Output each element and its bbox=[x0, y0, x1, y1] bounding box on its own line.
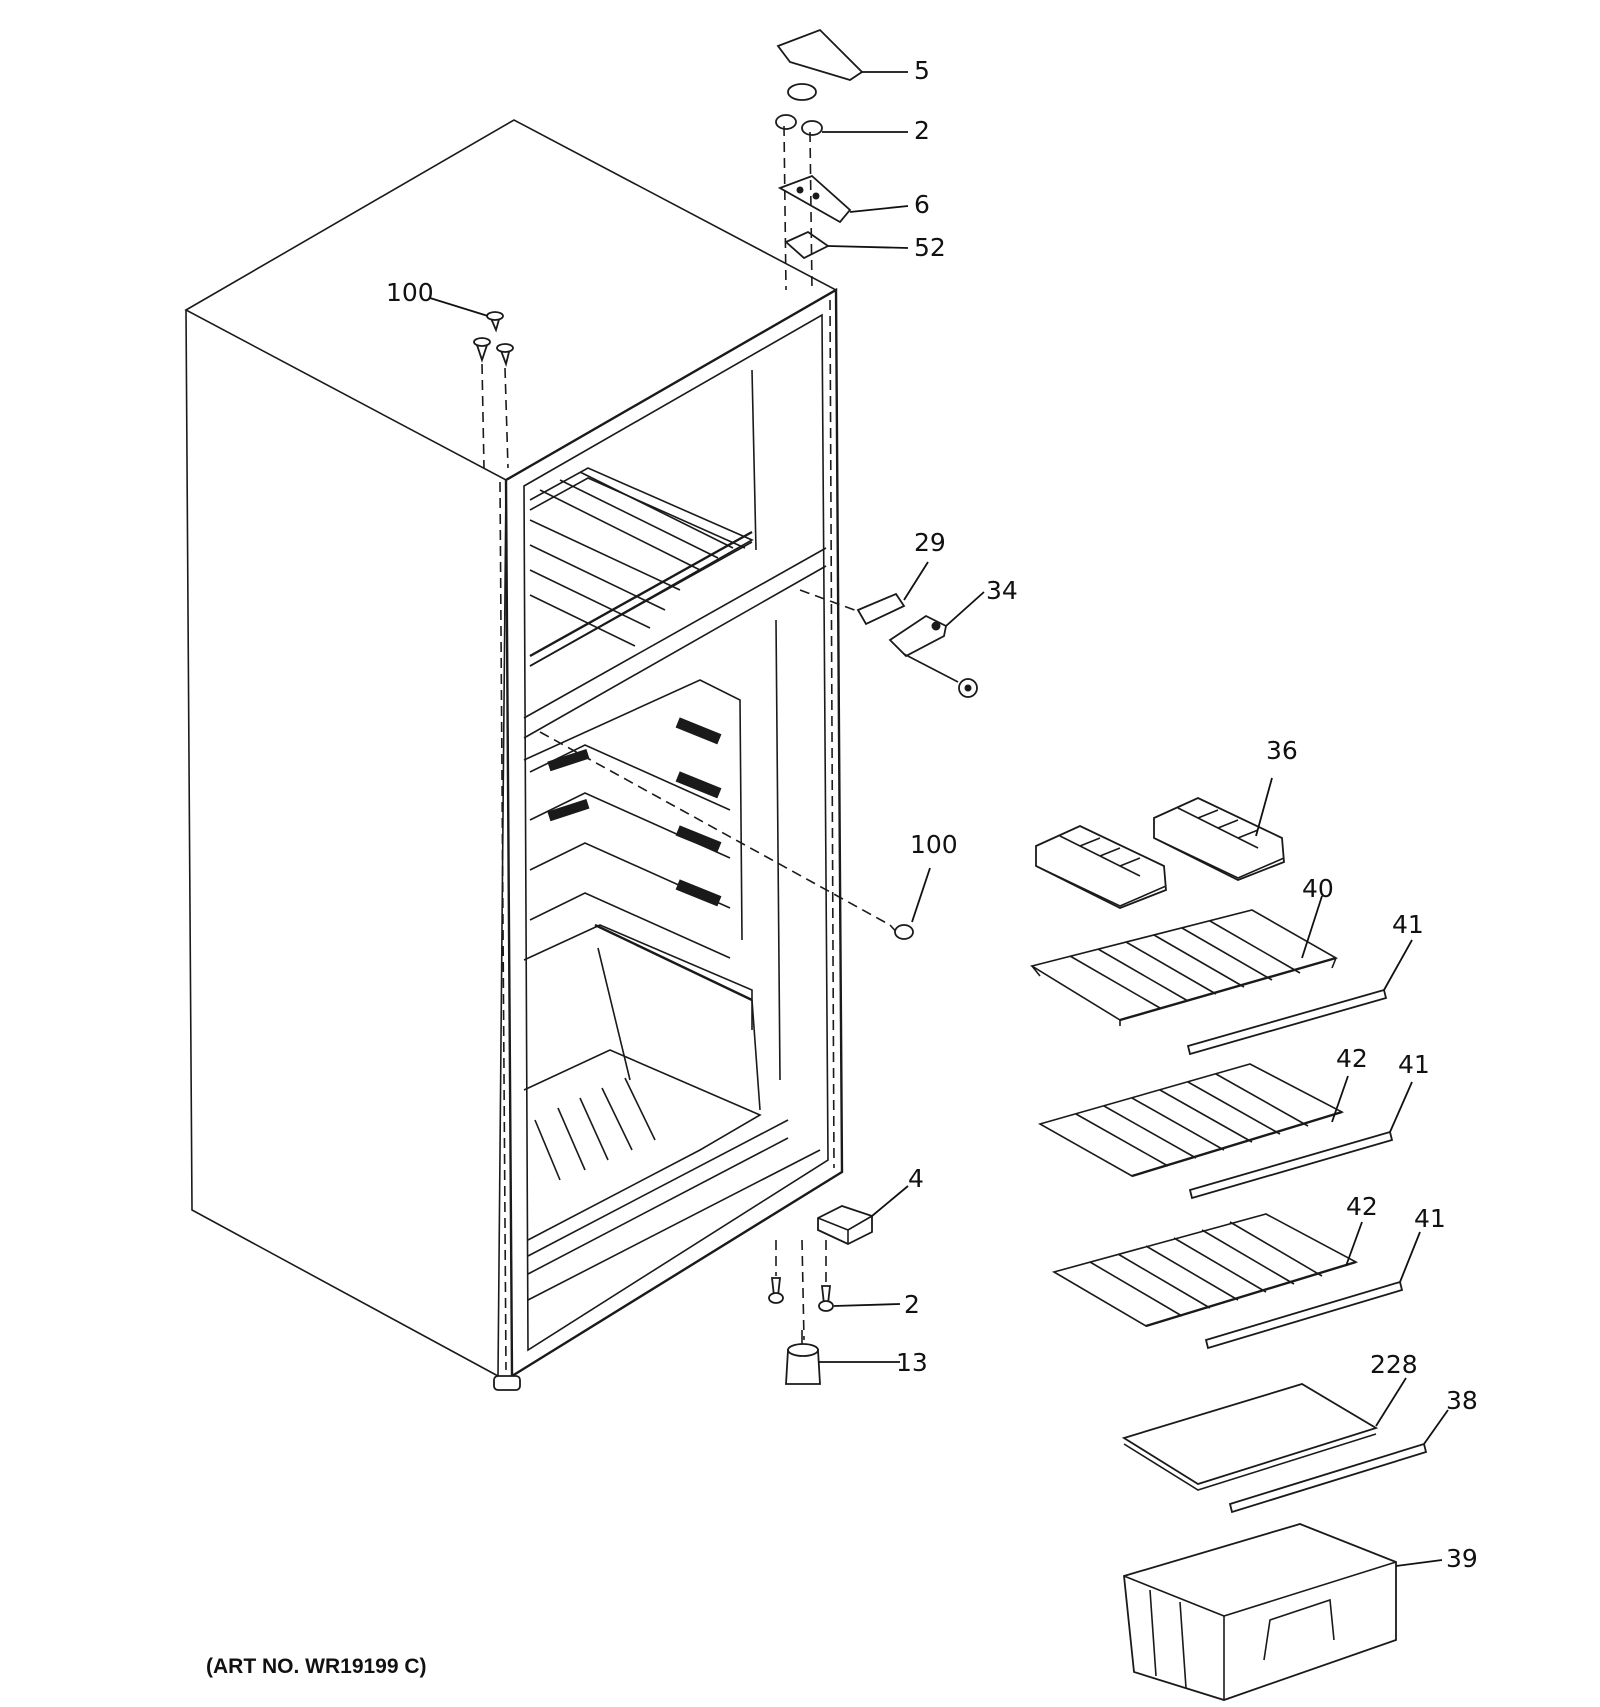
callout-100-mid: 100 bbox=[910, 830, 958, 859]
shelf-rail-41-b bbox=[1188, 1130, 1394, 1200]
leader-lines bbox=[429, 71, 1449, 1567]
crisper-cover bbox=[1121, 1383, 1379, 1491]
shelf-rail-41-a bbox=[1186, 988, 1388, 1056]
bottom-hinge-assembly bbox=[768, 1205, 873, 1385]
crisper-pan bbox=[1123, 1523, 1397, 1701]
freezer-shelf-slats bbox=[529, 471, 734, 647]
callout-13: 13 bbox=[896, 1348, 928, 1377]
cover-rail-38 bbox=[1228, 1442, 1428, 1514]
callout-41-b: 41 bbox=[1398, 1050, 1430, 1079]
wire-shelf-42-b bbox=[1051, 1213, 1359, 1328]
ice-trays bbox=[1035, 797, 1285, 909]
callout-228: 228 bbox=[1370, 1350, 1418, 1379]
callout-2-top: 2 bbox=[914, 116, 930, 145]
shelf-plug bbox=[889, 924, 914, 940]
callout-36: 36 bbox=[1266, 736, 1298, 765]
divider-parts bbox=[799, 589, 978, 698]
top-hinge-assembly bbox=[775, 28, 864, 291]
callout-100-top: 100 bbox=[386, 278, 434, 307]
art-number: (ART NO. WR19199 C) bbox=[206, 1655, 427, 1678]
wire-shelf-40 bbox=[1029, 909, 1339, 1026]
callout-41-a: 41 bbox=[1392, 910, 1424, 939]
callout-4: 4 bbox=[908, 1164, 924, 1193]
callout-52: 52 bbox=[914, 233, 946, 262]
callout-41-c: 41 bbox=[1414, 1204, 1446, 1233]
callout-42-b: 42 bbox=[1346, 1192, 1378, 1221]
callout-5: 5 bbox=[914, 56, 930, 85]
callout-42-a: 42 bbox=[1336, 1044, 1368, 1073]
callout-6: 6 bbox=[914, 190, 930, 219]
top-plugs bbox=[473, 311, 514, 469]
callout-40: 40 bbox=[1302, 874, 1334, 903]
cabinet bbox=[184, 119, 891, 1391]
wire-shelf-42-a bbox=[1037, 1063, 1345, 1178]
callout-2-bottom: 2 bbox=[904, 1290, 920, 1319]
bottom-pan-ribs bbox=[534, 1077, 656, 1181]
callout-39: 39 bbox=[1446, 1544, 1478, 1573]
callout-34: 34 bbox=[986, 576, 1018, 605]
callout-29: 29 bbox=[914, 528, 946, 557]
callout-38: 38 bbox=[1446, 1386, 1478, 1415]
shelf-rail-41-c bbox=[1204, 1280, 1404, 1350]
